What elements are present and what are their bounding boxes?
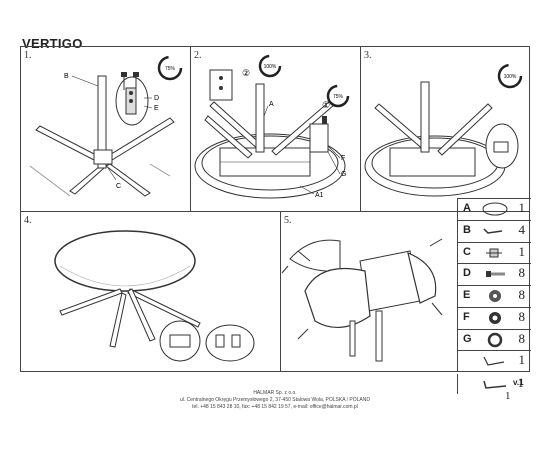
legend-row: 1: [457, 374, 530, 394]
step-1-diagram: B D E C 75%: [29, 55, 183, 197]
divider: [280, 211, 281, 372]
ring-washer-icon: [487, 332, 503, 347]
step-number: 4.: [24, 215, 32, 226]
tabletop-disc-icon: [482, 202, 508, 216]
footer-company: HALMAR Sp. z o.o.: [253, 390, 297, 396]
divider: [360, 46, 361, 211]
footer: HALMAR Sp. z o.o. ul. Centralnego Okręgu…: [0, 390, 550, 411]
allen-key-icon: [483, 228, 503, 234]
step-3-panel: 3. 100%: [360, 46, 530, 211]
step-number: 5.: [284, 215, 292, 226]
document-title: VERTIGO: [22, 36, 83, 51]
step-4-panel: 4.: [20, 211, 280, 372]
allen-key-small-icon: [483, 356, 505, 366]
legend-row: C 1: [458, 241, 531, 264]
divider: [190, 46, 191, 211]
bracket-icon: [486, 248, 502, 257]
legend-letter: F: [463, 310, 470, 323]
step-callout: ②: [242, 68, 250, 78]
spring-washer-icon: [489, 311, 501, 324]
legend-letter: D: [463, 267, 471, 280]
footer-address: ul. Centralnego Okręgu Przemysłowego 2, …: [179, 397, 370, 403]
legend-qty: 8: [518, 265, 526, 281]
parts-legend: A 1 B 4 C 1 D 8 E 8 F 8 G 8 1: [457, 198, 531, 372]
svg-text:75%: 75%: [165, 66, 176, 72]
allen-key-large-icon: [483, 380, 507, 389]
legend-letter: B: [463, 223, 471, 236]
step-5-panel: 5.: [280, 211, 457, 372]
part-label: E: [154, 105, 159, 112]
step-3-diagram: 100%: [364, 63, 523, 197]
legend-qty: 4: [518, 221, 526, 237]
page-number: 1: [505, 390, 511, 402]
part-label: F: [341, 155, 345, 162]
legend-letter: E: [463, 289, 471, 301]
step-callout: ①: [322, 100, 330, 110]
step-1-panel: 1. B D E C: [20, 46, 190, 211]
legend-letter: C: [463, 245, 471, 258]
washer-icon: [489, 290, 501, 302]
svg-text:100%: 100%: [504, 74, 517, 80]
legend-letter: G: [463, 332, 472, 345]
torque-badge: 75%: [157, 55, 183, 81]
legend-letter: A: [463, 202, 471, 214]
step-number: 1.: [24, 50, 32, 61]
legend-qty: 1: [518, 352, 526, 368]
step-4-diagram: [54, 230, 255, 362]
legend-row: G 8: [458, 328, 531, 351]
legend-row: E 8: [458, 285, 531, 307]
legend-qty: 8: [518, 308, 526, 324]
version-label: v.1: [513, 378, 524, 387]
part-label: A: [269, 101, 274, 108]
legend-qty: 8: [518, 287, 526, 302]
step-2-panel: 2. ② ① A F G A1 100%: [190, 46, 360, 211]
step-5-diagram: [281, 238, 443, 362]
part-label: A1: [315, 192, 324, 199]
bolt-icon: [486, 271, 505, 278]
torque-badge: 75%: [326, 84, 350, 108]
part-label: B: [64, 73, 69, 80]
step-number: 3.: [364, 50, 372, 61]
step-2-diagram: ② ① A F G A1 100% 75%: [194, 54, 350, 199]
legend-qty: 8: [518, 330, 526, 346]
svg-text:75%: 75%: [333, 94, 344, 100]
part-label: D: [154, 95, 159, 102]
instruction-frame: [20, 46, 530, 372]
legend-qty: 1: [517, 375, 525, 390]
step-number: 2.: [194, 50, 202, 61]
footer-contact: tel. +48 15 843 28 10, fax: +48 15 842 1…: [192, 404, 358, 410]
svg-text:100%: 100%: [264, 64, 277, 70]
torque-badge: 100%: [258, 54, 282, 78]
legend-row: F 8: [458, 306, 531, 329]
part-label: C: [116, 183, 121, 190]
legend-qty: 1: [518, 200, 526, 215]
divider: [20, 211, 530, 212]
torque-badge: 100%: [497, 63, 523, 89]
legend-row: D 8: [458, 263, 531, 285]
legend-row: 1: [458, 350, 531, 372]
legend-row: A 1: [458, 198, 531, 220]
legend-row: B 4: [458, 219, 531, 242]
part-label: G: [341, 171, 346, 178]
legend-qty: 1: [518, 243, 526, 259]
